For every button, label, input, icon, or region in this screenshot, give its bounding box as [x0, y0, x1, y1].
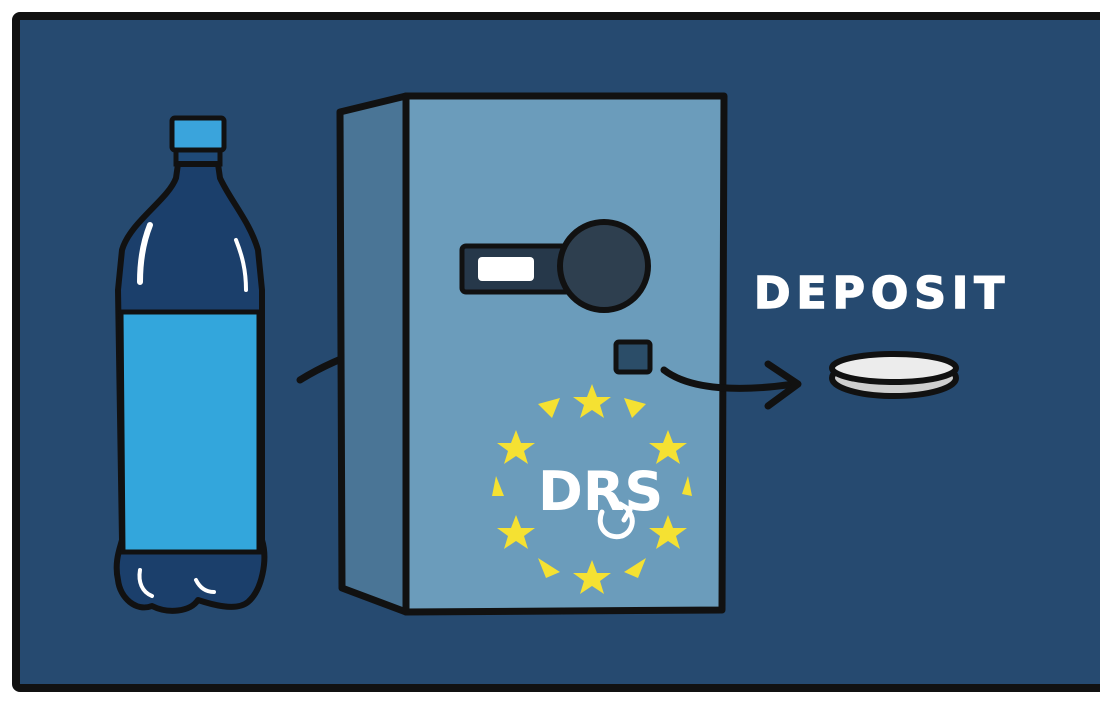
star-icon: [492, 476, 504, 496]
round-opening: [557, 219, 651, 313]
machine-front: [402, 92, 728, 616]
drs-eu-stars-logo: DRS: [492, 384, 692, 594]
star-icon: [649, 515, 687, 549]
star-icon: [538, 398, 560, 418]
deposit-label: DEPOSIT: [754, 268, 1010, 319]
eu-star-ring: [492, 384, 692, 594]
machine-side: [336, 92, 410, 616]
reverse-vending-machine-icon: [336, 92, 728, 616]
bottle-liquid: [118, 309, 262, 555]
bottle-highlight-right: [234, 238, 248, 292]
star-icon: [538, 558, 560, 578]
star-icon: [497, 430, 535, 464]
coin-outlet: [613, 339, 653, 375]
coin-icon: [829, 351, 959, 399]
star-icon: [624, 558, 646, 578]
slot-light: [478, 257, 534, 281]
refund-arrow-icon: [660, 360, 802, 410]
star-icon: [624, 398, 646, 418]
bottle-bottom-highlight-2: [194, 578, 216, 594]
coin-face: [829, 351, 959, 385]
bottle-highlight: [137, 222, 153, 285]
bottle-bottom-highlight: [137, 568, 154, 598]
star-icon: [573, 560, 611, 594]
star-icon: [573, 384, 611, 418]
star-icon: [682, 476, 692, 496]
plastic-bottle-icon: [113, 115, 268, 614]
bottle-cap: [169, 115, 227, 153]
recycle-arrow-icon: [597, 507, 635, 540]
star-icon: [649, 430, 687, 464]
star-icon: [497, 515, 535, 549]
